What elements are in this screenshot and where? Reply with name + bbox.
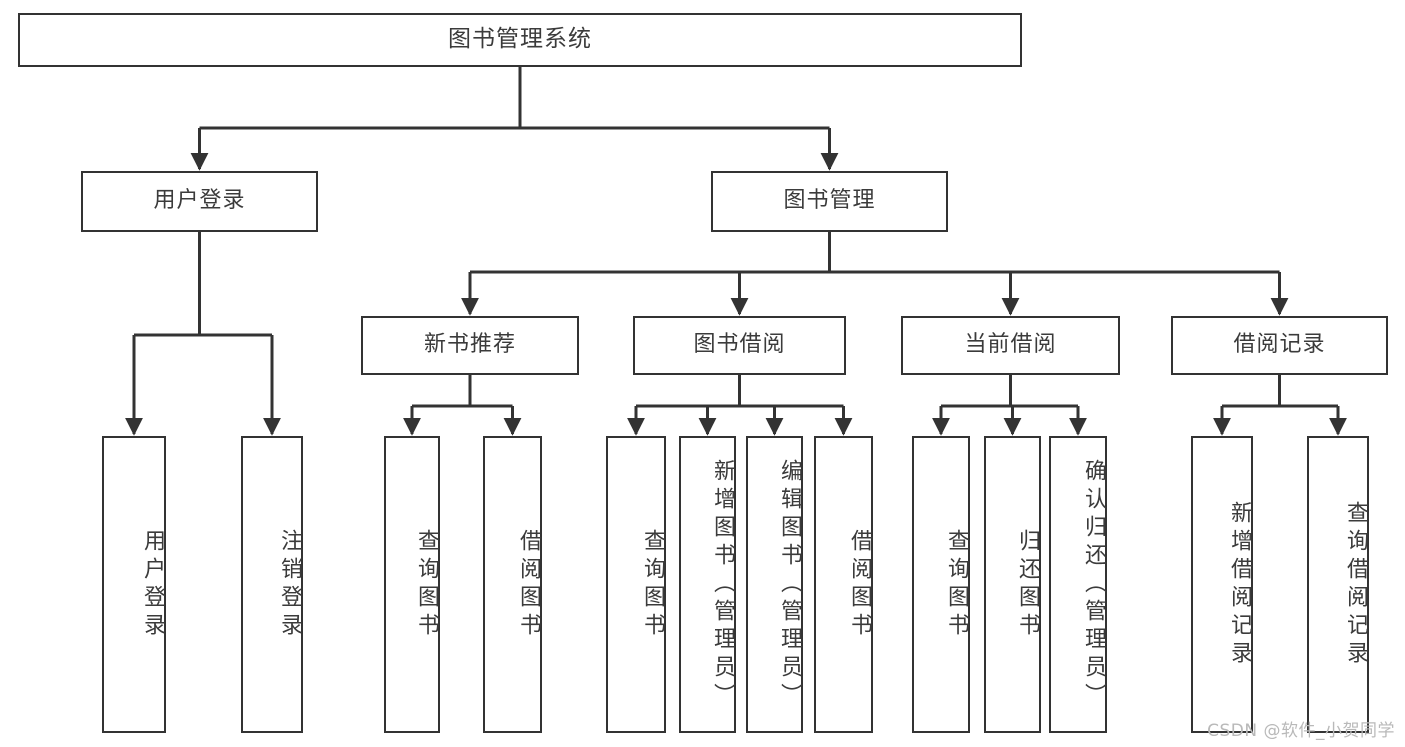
node-c_confirm[interactable]: 确认归还（管理员）	[1049, 436, 1107, 733]
node-label: 图书管理系统	[448, 26, 592, 53]
node-label: 编辑图书（管理员）	[777, 458, 802, 711]
node-label: 查询图书	[640, 528, 665, 641]
node-c_return[interactable]: 归还图书	[984, 436, 1041, 733]
node-label: 当前借阅	[964, 332, 1057, 358]
node-b_add[interactable]: 新增图书（管理员）	[679, 436, 736, 733]
node-label: 用户登录	[153, 188, 246, 214]
node-l_logout[interactable]: 注销登录	[241, 436, 303, 733]
node-label: 查询图书	[414, 528, 439, 641]
node-label: 用户登录	[140, 528, 165, 641]
node-label: 新书推荐	[423, 332, 516, 358]
node-label: 新增图书（管理员）	[710, 458, 735, 711]
node-records[interactable]: 借阅记录	[1171, 316, 1388, 375]
node-borrow[interactable]: 图书借阅	[633, 316, 846, 375]
node-b_query[interactable]: 查询图书	[606, 436, 666, 733]
node-label: 归还图书	[1015, 528, 1040, 641]
node-label: 图书借阅	[693, 332, 786, 358]
node-b_edit[interactable]: 编辑图书（管理员）	[746, 436, 803, 733]
node-label: 图书管理	[783, 188, 876, 214]
watermark: CSDN @软件_小贺同学	[1207, 721, 1395, 741]
node-n_query[interactable]: 查询图书	[384, 436, 440, 733]
node-label: 借阅图书	[847, 528, 872, 641]
node-label: 借阅图书	[516, 528, 541, 641]
node-label: 查询借阅记录	[1343, 500, 1368, 669]
node-r_add[interactable]: 新增借阅记录	[1191, 436, 1253, 733]
node-login[interactable]: 用户登录	[81, 171, 318, 232]
node-current[interactable]: 当前借阅	[901, 316, 1120, 375]
node-label: 借阅记录	[1233, 332, 1326, 358]
node-c_query[interactable]: 查询图书	[912, 436, 970, 733]
node-newbook[interactable]: 新书推荐	[361, 316, 579, 375]
node-n_borrow[interactable]: 借阅图书	[483, 436, 542, 733]
node-b_borrow[interactable]: 借阅图书	[814, 436, 873, 733]
node-label: 新增借阅记录	[1227, 500, 1252, 669]
node-l_login[interactable]: 用户登录	[102, 436, 166, 733]
node-label: 注销登录	[277, 528, 302, 641]
node-label: 确认归还（管理员）	[1081, 458, 1106, 711]
node-bookmgmt[interactable]: 图书管理	[711, 171, 948, 232]
node-r_query[interactable]: 查询借阅记录	[1307, 436, 1369, 733]
node-root[interactable]: 图书管理系统	[18, 13, 1022, 67]
node-label: 查询图书	[944, 528, 969, 641]
